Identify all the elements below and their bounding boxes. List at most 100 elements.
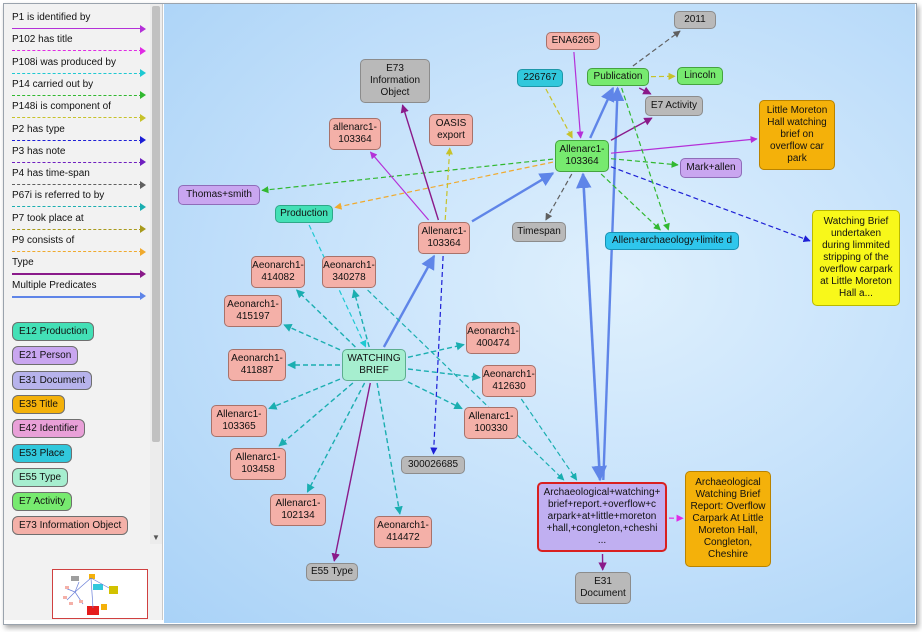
legend-class-chip[interactable]: E55 Type: [12, 467, 69, 487]
graph-node-e7activity[interactable]: E7 Activity: [645, 96, 703, 116]
graph-node-thomas[interactable]: Thomas+smith: [178, 185, 260, 205]
graph-edges: [261, 30, 811, 571]
graph-edge: [471, 172, 555, 223]
graph-edge: [545, 88, 573, 139]
graph-node-e31[interactable]: E31 Document: [575, 572, 631, 604]
scroll-down-arrow-icon[interactable]: ▼: [152, 533, 160, 542]
graph-edge: [600, 173, 661, 231]
graph-edge: [610, 158, 679, 168]
legend-predicate-label: P148i is component of: [12, 101, 111, 113]
legend-predicate-label: Multiple Predicates: [12, 279, 97, 291]
legend-class-chip[interactable]: E35 Title: [12, 394, 65, 414]
graph-node-a415197[interactable]: Aeonarch1- 415197: [224, 295, 282, 327]
graph-edge: [520, 398, 578, 481]
graph-edge: [351, 289, 370, 348]
legend-class-chip[interactable]: E73 Information Object: [12, 516, 129, 536]
graph-edge: [573, 51, 584, 139]
legend-predicate-line: [12, 50, 142, 52]
graph-node-allen103364main[interactable]: Allenarc1- 103364: [555, 140, 609, 172]
graph-node-a414472[interactable]: Aeonarch1- 414472: [374, 516, 432, 548]
legend-predicate-label: P14 carried out by: [12, 78, 94, 90]
graph-node-doc[interactable]: Archaeological+watching+ brief+report.+o…: [537, 482, 667, 552]
legend-arrowhead-icon: [140, 136, 146, 144]
legend-predicate-line: [12, 228, 142, 230]
legend-class-chip[interactable]: E12 Production: [12, 322, 95, 341]
graph-edge: [334, 161, 554, 210]
graph-node-allen103364b[interactable]: Allenarc1- 103364: [418, 222, 470, 254]
legend-arrowhead-icon: [140, 69, 146, 78]
graph-node-allenarch[interactable]: Allen+archaeology+limite d: [605, 232, 739, 250]
graph-node-a412630[interactable]: Aeonarch1- 412630: [482, 365, 536, 397]
legend-predicate-label: P2 has type: [12, 123, 65, 135]
legend-arrowhead-icon: [140, 46, 146, 55]
graph-edge: [283, 324, 341, 351]
graph-node-ena[interactable]: ENA6265: [546, 32, 600, 50]
legend-predicate-line: [12, 139, 142, 141]
graph-node-lmh[interactable]: Little Moreton Hall watching brief on ov…: [759, 100, 835, 170]
graph-node-n300026685[interactable]: 300026685: [401, 456, 465, 474]
graph-edge: [589, 86, 615, 139]
legend-arrowhead-icon: [140, 113, 146, 122]
legend-class-chip[interactable]: E42 Identifier: [12, 419, 85, 439]
legend-class-chip[interactable]: E31 Document: [12, 370, 93, 390]
graph-node-markallen[interactable]: Mark+allen: [680, 158, 742, 178]
graph-node-wb[interactable]: WATCHING BRIEF: [342, 349, 406, 381]
graph-edge: [407, 342, 465, 358]
graph-node-publication[interactable]: Publication: [587, 68, 649, 86]
legend-predicate-label: P4 has time-span: [12, 168, 90, 180]
graph-edge: [400, 104, 440, 221]
graph-node-production[interactable]: Production: [275, 205, 333, 223]
legend-class-chip[interactable]: E53 Place: [12, 443, 72, 463]
graph-node-n2011[interactable]: 2011: [674, 11, 716, 29]
legend-predicate-label: P7 took place at: [12, 212, 84, 224]
graph-node-a414082[interactable]: Aeonarch1- 414082: [251, 256, 305, 288]
legend-class-chip[interactable]: E21 Person: [12, 346, 79, 366]
graph-node-oasis[interactable]: OASIS export: [429, 114, 473, 146]
legend-arrowhead-icon: [140, 269, 146, 278]
legend-arrowhead-icon: [140, 225, 146, 234]
graph-node-allen103364a[interactable]: allenarc1- 103364: [329, 118, 381, 150]
legend-predicate-line: [12, 28, 142, 29]
legend-arrowhead-icon: [140, 91, 146, 100]
legend-predicate-line: [12, 117, 142, 119]
graph-node-a400474[interactable]: Aeonarch1- 400474: [466, 322, 520, 354]
graph-edge: [610, 117, 653, 141]
graph-node-lincoln[interactable]: Lincoln: [677, 67, 723, 85]
graph-edge: [367, 289, 565, 481]
graph-edge: [407, 381, 463, 410]
graph-node-timespan[interactable]: Timespan: [512, 222, 566, 242]
graph-node-title[interactable]: Archaeological Watching Brief Report: Ov…: [685, 471, 771, 567]
legend-arrowhead-icon: [140, 180, 146, 189]
graph-node-al102134[interactable]: Allenarc1- 102134: [270, 494, 326, 526]
legend-scrollbar[interactable]: ▼: [150, 4, 162, 544]
graph-edge: [407, 368, 481, 381]
legend-arrowhead-icon: [140, 202, 146, 211]
legend-predicate-label: P108i was produced by: [12, 56, 116, 68]
graph-edge: [575, 172, 608, 482]
graph-node-e55[interactable]: E55 Type: [306, 563, 358, 581]
graph-node-e73[interactable]: E73 Information Object: [360, 59, 430, 103]
graph-node-n226767[interactable]: 226767: [517, 69, 563, 87]
graph-node-wbnote[interactable]: Watching Brief undertaken during limmite…: [812, 210, 900, 306]
legend-predicate-label: P67i is referred to by: [12, 190, 105, 202]
graph-node-a340278[interactable]: Aeonarch1- 340278: [322, 256, 376, 288]
graph-edge: [261, 158, 554, 194]
legend-class-chip[interactable]: E7 Activity: [12, 492, 73, 512]
graph-node-al103365[interactable]: Allenarc1- 103365: [211, 405, 267, 437]
scroll-thumb[interactable]: [152, 6, 160, 442]
graph-minimap[interactable]: [52, 569, 148, 619]
graph-node-a411887[interactable]: Aeonarch1- 411887: [228, 349, 286, 381]
legend-predicate-line: [12, 94, 142, 96]
graph-edge: [268, 378, 341, 410]
graph-node-al100330[interactable]: Allenarc1- 100330: [464, 407, 518, 439]
graph-edge: [632, 30, 681, 67]
legend-predicate-label: P9 consists of: [12, 235, 75, 246]
legend-predicate-label: Type: [12, 257, 34, 269]
legend-predicate-line: [12, 161, 142, 163]
graph-edge: [331, 382, 371, 562]
minimap-preview: [63, 574, 118, 615]
graph-node-al103458[interactable]: Allenarc1- 103458: [230, 448, 286, 480]
